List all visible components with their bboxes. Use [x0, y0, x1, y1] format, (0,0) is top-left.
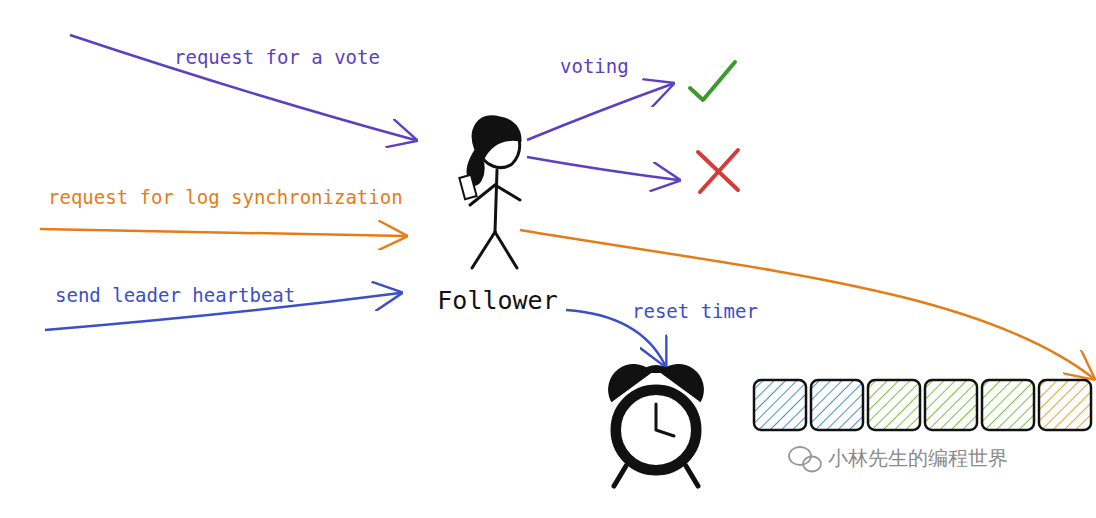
- vote-request-arrow: [70, 35, 415, 140]
- arrow-label: request for a vote: [174, 46, 380, 69]
- actor-label: Follower: [435, 286, 560, 316]
- actor-name: Follower: [435, 286, 560, 316]
- alarm-clock: [610, 366, 703, 486]
- cross-mark: [698, 150, 738, 192]
- check-mark: [690, 62, 735, 100]
- log-append-arrow: [520, 230, 1093, 378]
- arrow-label: request for log synchronization: [48, 186, 403, 209]
- wechat-icon: [789, 447, 821, 472]
- vote-yes-arrow: [527, 84, 672, 140]
- log-entries: [754, 380, 1091, 430]
- arrow-label: send leader heartbeat: [55, 284, 295, 307]
- log-request-arrow: [40, 229, 405, 236]
- follower-figure: [459, 117, 520, 268]
- arrow-label: voting: [560, 55, 629, 78]
- vote-no-arrow: [527, 157, 678, 180]
- arrow-label: reset timer: [632, 300, 758, 323]
- watermark: 小林先生的编程世界: [828, 446, 1008, 470]
